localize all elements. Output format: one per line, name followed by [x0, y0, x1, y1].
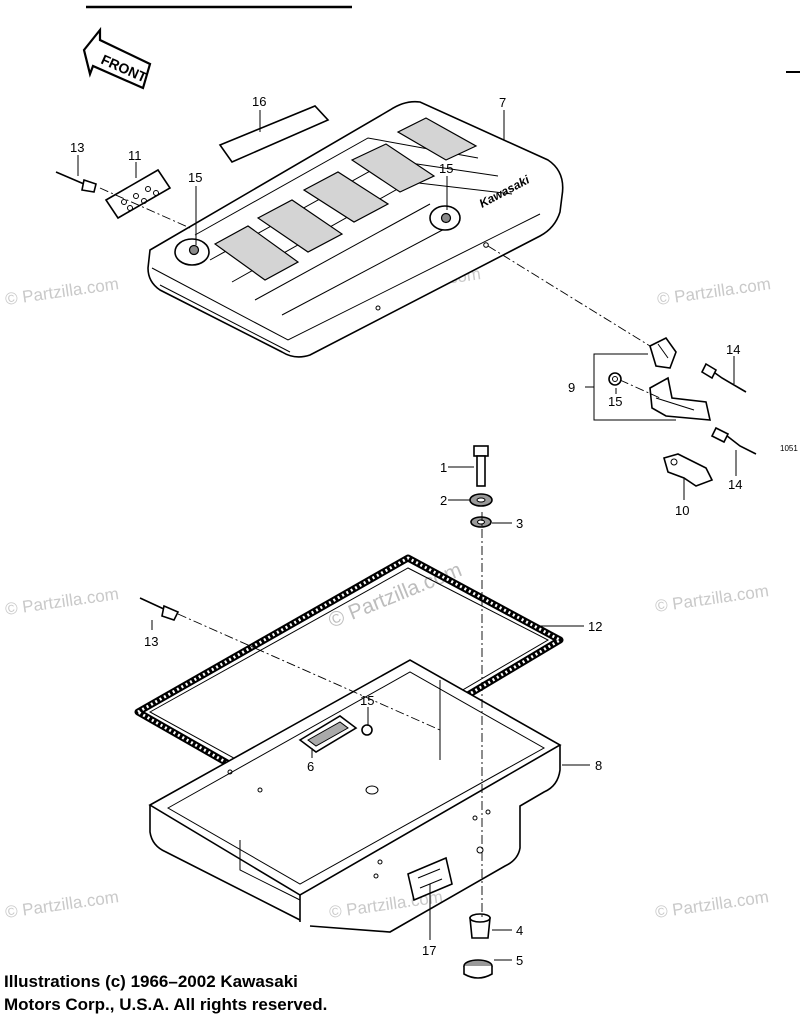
watermark: © Partzilla.com — [4, 274, 120, 309]
callout-7: 7 — [499, 95, 506, 110]
copyright-line-2: Motors Corp., U.S.A. All rights reserved… — [4, 995, 328, 1014]
handle — [298, 715, 358, 753]
callout-14-upper: 14 — [726, 342, 740, 357]
hinge-plate — [104, 168, 172, 220]
key — [663, 453, 714, 487]
seat-cover: Kawasaki — [147, 100, 564, 358]
bolt — [473, 445, 489, 487]
callout-15-cover-left: 15 — [188, 170, 202, 185]
callout-4: 4 — [516, 923, 523, 938]
callout-2: 2 — [440, 493, 447, 508]
case-label — [407, 856, 453, 902]
drawing-code: 1051 — [780, 444, 798, 453]
callout-15-cover-right: 15 — [439, 161, 453, 176]
storage-case — [148, 659, 562, 933]
callout-12: 12 — [588, 619, 602, 634]
callout-10: 10 — [675, 503, 689, 518]
damper-5 — [463, 959, 493, 979]
callout-9: 9 — [568, 380, 575, 395]
decal-strip — [218, 105, 330, 163]
callout-13-upper: 13 — [70, 140, 84, 155]
callout-11: 11 — [128, 148, 142, 163]
callout-5: 5 — [516, 953, 523, 968]
lock-assembly — [608, 336, 712, 421]
callouts: 1 2 3 4 5 6 7 8 9 10 11 12 13 13 14 14 1… — [70, 94, 798, 968]
callout-15-handle: 15 — [360, 693, 374, 708]
lock-bracket-lines — [585, 353, 676, 421]
damper-4 — [469, 913, 491, 939]
callout-3: 3 — [516, 516, 523, 531]
callout-1: 1 — [440, 460, 447, 475]
washer-3 — [470, 516, 492, 528]
callout-8: 8 — [595, 758, 602, 773]
copyright-notice: Illustrations (c) 1966–2002 Kawasaki Mot… — [4, 970, 327, 1016]
callout-15-lock: 15 — [608, 394, 622, 409]
watermark: © Partzilla.com — [4, 584, 120, 619]
callout-16: 16 — [252, 94, 266, 109]
watermark: © Partzilla.com — [4, 887, 120, 922]
callout-17: 17 — [422, 943, 436, 958]
callout-6: 6 — [307, 759, 314, 774]
watermark: © Partzilla.com — [656, 274, 772, 309]
screw-upper — [700, 362, 747, 393]
watermark: © Partzilla.com — [654, 887, 770, 922]
front-arrow: FRONT — [82, 26, 152, 90]
watermark: © Partzilla.com — [654, 581, 770, 616]
rivet-lower — [139, 597, 180, 621]
callout-13-lower: 13 — [144, 634, 158, 649]
washer-2 — [469, 493, 493, 507]
callout-14-lower: 14 — [728, 477, 742, 492]
copyright-line-1: Illustrations (c) 1966–2002 Kawasaki — [4, 972, 298, 991]
rivet-upper — [55, 171, 97, 193]
leader-lines — [77, 110, 737, 961]
alignment-lines — [99, 187, 661, 918]
screw-lower — [710, 426, 757, 455]
grommet-handle — [361, 724, 373, 736]
